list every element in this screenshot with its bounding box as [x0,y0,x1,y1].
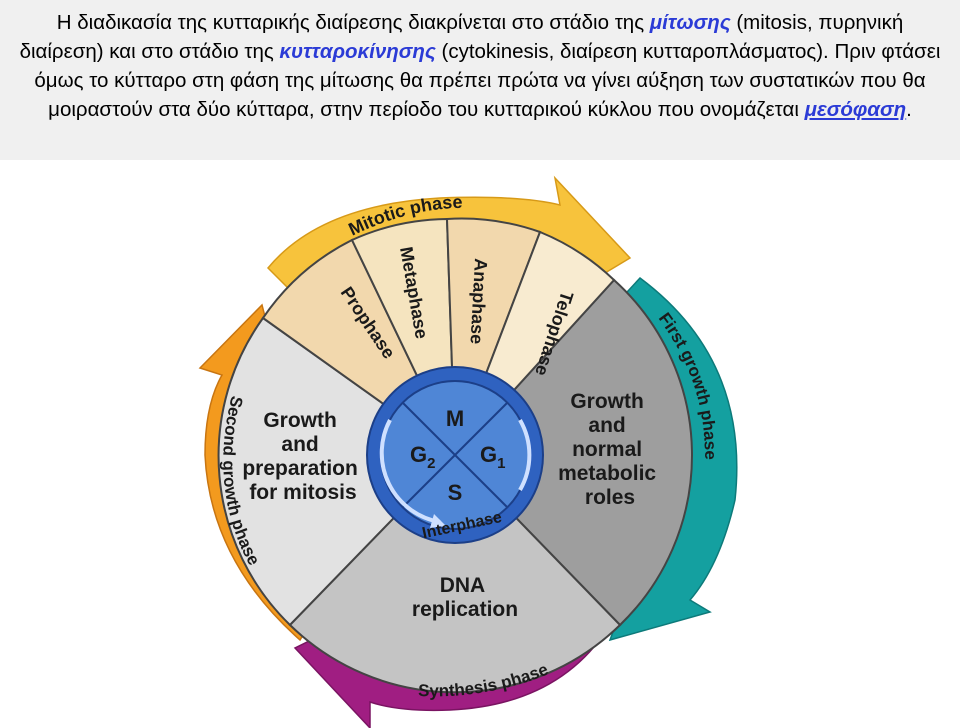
g1-description: Growth and normal metabolic roles [558,390,662,509]
g1-label: G1 [480,442,505,472]
text-panel: Η διαδικασία της κυτταρικής διαίρεσης δι… [0,0,960,160]
cytokinesis-term: κυτταροκίνησης [279,40,436,63]
m-label: M [446,406,464,431]
paragraph-text-1: Η διαδικασία της κυτταρικής διαίρεσης δι… [56,11,650,34]
mitosis-term: μίτωσης [649,11,731,34]
center-arrow [379,419,441,524]
g2-sector [217,316,457,627]
s-sector [288,453,622,694]
interphase-term: μεσόφαση [804,98,907,121]
g2-label: G2 [410,442,435,472]
paragraph-text-4: . [906,98,912,121]
g1-sector [453,278,693,627]
center-divider [402,402,508,508]
cell-cycle-diagram: M G2 G1 S Interphase Growth and preparat… [198,175,738,728]
s-description: DNA replication [412,574,518,621]
center-arrow [518,419,532,491]
paragraph-text-3: (cytokinesis, διαίρεση κυτταροπλάσματος)… [34,40,941,121]
s-label: S [448,480,463,505]
paragraph-text-2: (mitosis, πυρηνική διαίρεση) και στο στά… [19,11,904,63]
g2-description: Growth and preparation for mitosis [242,409,363,504]
anaphase-label: Anaphase [467,258,491,345]
center-arrowhead [430,514,446,528]
intro-paragraph: Η διαδικασία της κυτταρικής διαίρεσης δι… [0,0,960,124]
